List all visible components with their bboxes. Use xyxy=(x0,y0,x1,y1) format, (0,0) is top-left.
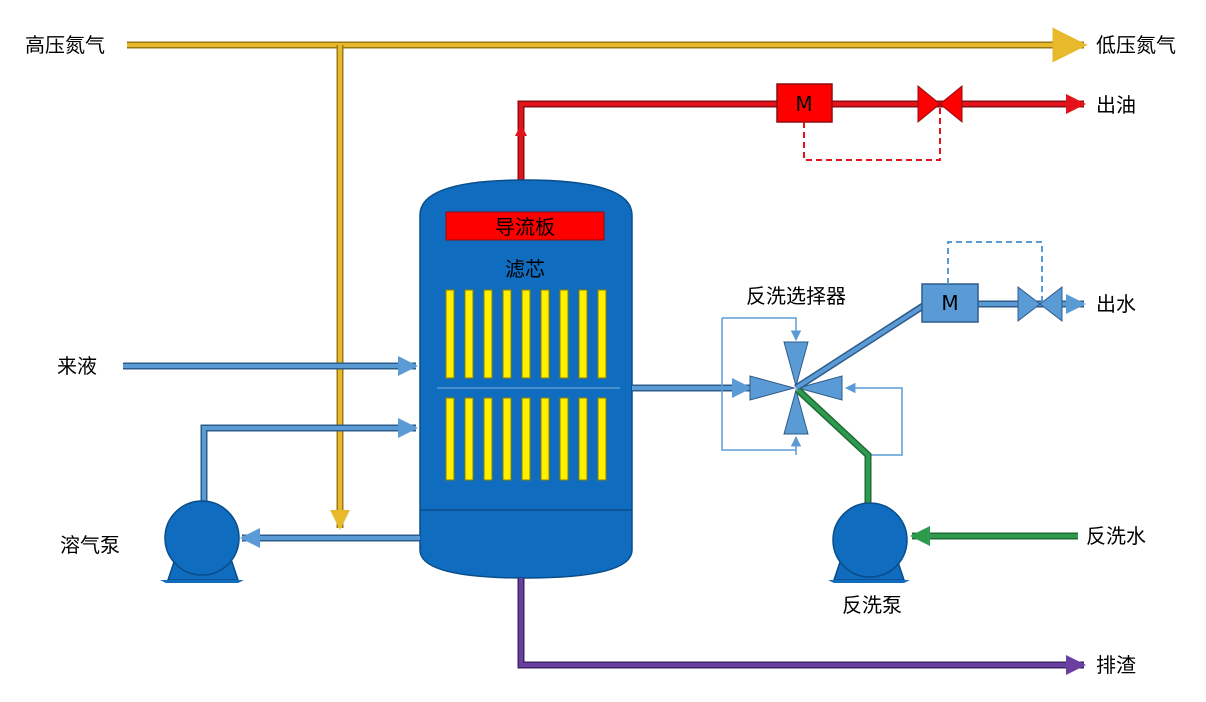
label-hp-nitrogen: 高压氮气 xyxy=(25,33,105,57)
filter-element-bar xyxy=(445,397,455,481)
oil-outlet-line xyxy=(515,94,1086,185)
filter-element-bar xyxy=(578,289,588,379)
motor-oil-label: M xyxy=(795,92,812,116)
nitrogen-line xyxy=(127,27,1088,530)
filter-element-bar xyxy=(597,289,607,379)
filter-element-bar xyxy=(502,397,512,481)
label-backwash-selector: 反洗选择器 xyxy=(746,284,846,308)
filter-element-bar xyxy=(597,397,607,481)
filter-element-bar xyxy=(578,397,588,481)
filter-element-bar xyxy=(521,289,531,379)
pump-icon-air xyxy=(160,500,244,583)
selector-loop-lines xyxy=(721,317,903,456)
label-slag-discharge: 排渣 xyxy=(1096,653,1136,677)
baffle xyxy=(445,211,605,241)
filter-element-bar xyxy=(483,289,493,379)
pump-icon-backwash xyxy=(828,502,910,583)
air-pump-outlet-line xyxy=(200,418,418,510)
label-backwash-pump: 反洗泵 xyxy=(842,593,902,617)
filter-element-bar xyxy=(445,289,455,379)
four-way-selector-icon xyxy=(749,341,843,435)
label-air-pump: 溶气泵 xyxy=(60,533,120,557)
filter-element-group xyxy=(445,289,607,481)
label-oil-out: 出油 xyxy=(1096,93,1136,117)
filter-element-bar xyxy=(502,289,512,379)
label-water-out: 出水 xyxy=(1096,292,1136,316)
filter-element-bar xyxy=(521,397,531,481)
slag-discharge-line xyxy=(517,578,1086,675)
filter-element-bar xyxy=(464,397,474,481)
oil-control-signal xyxy=(803,104,941,161)
filter-element-bar xyxy=(540,289,550,379)
motor-icon-water xyxy=(921,283,979,323)
label-lp-nitrogen: 低压氮气 xyxy=(1096,33,1176,57)
backwash-line xyxy=(795,387,1078,546)
filter-element-bar xyxy=(483,397,493,481)
valve-icon-water xyxy=(1017,285,1063,323)
label-baffle: 导流板 xyxy=(495,215,555,239)
filter-element-bar xyxy=(540,397,550,481)
label-filter-element: 滤芯 xyxy=(505,257,545,281)
motor-water-label: M xyxy=(941,291,958,315)
filter-element-bar xyxy=(559,289,569,379)
water-control-signal xyxy=(947,241,1043,304)
filter-element-bar xyxy=(464,289,474,379)
label-backwash-water: 反洗水 xyxy=(1086,524,1146,548)
valve-icon-oil xyxy=(917,84,963,124)
filter-element-bar xyxy=(559,397,569,481)
label-feed: 来液 xyxy=(57,354,97,378)
